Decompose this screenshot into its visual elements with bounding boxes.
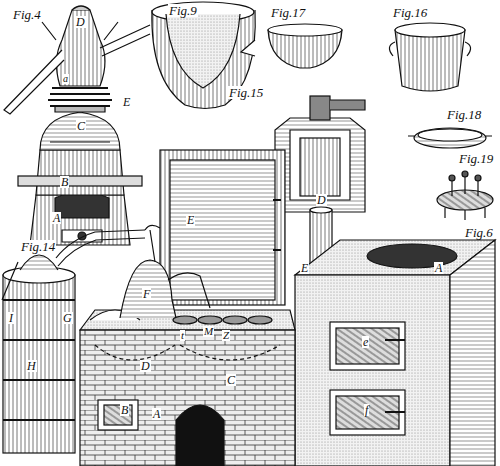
callout-letter: H [26, 360, 37, 372]
callout-letter: a [62, 74, 69, 84]
callout-letter: t [180, 330, 185, 341]
figure-number: Fig.18 [446, 108, 482, 121]
figure-number: Fig.4 [12, 8, 42, 21]
callout-letter: A [52, 212, 61, 224]
callout-letter: D [140, 360, 151, 372]
figure-number: Fig.17 [270, 6, 306, 19]
callout-letter: C [226, 374, 236, 386]
callout-letter: E [186, 214, 195, 226]
callout-letter: G [62, 312, 73, 324]
callout-letter: D [316, 194, 327, 206]
figure-number: Fig.16 [392, 6, 428, 19]
callout-letter: C [76, 120, 86, 132]
callout-letter: E [122, 96, 131, 108]
callout-letter: f [364, 404, 369, 416]
figure-number: Fig.14 [20, 240, 56, 253]
figure-number: Fig.19 [458, 152, 494, 165]
callout-letter: D [75, 16, 86, 28]
callout-letter: F [142, 288, 151, 300]
callout-letter: M [203, 326, 214, 337]
callout-letter: Z [222, 330, 230, 341]
callout-letter: E [300, 262, 309, 274]
callout-letter: B [60, 176, 69, 188]
callout-letter: I [8, 312, 14, 324]
callout-letter: A [152, 408, 161, 420]
figure-number: Fig.9 [168, 4, 198, 17]
callout-letter: A [434, 262, 443, 274]
callout-letter: B [120, 404, 129, 416]
figure-number: Fig.15 [228, 86, 264, 99]
figure-number: Fig.6 [464, 226, 494, 239]
callout-letter: e [362, 336, 369, 348]
